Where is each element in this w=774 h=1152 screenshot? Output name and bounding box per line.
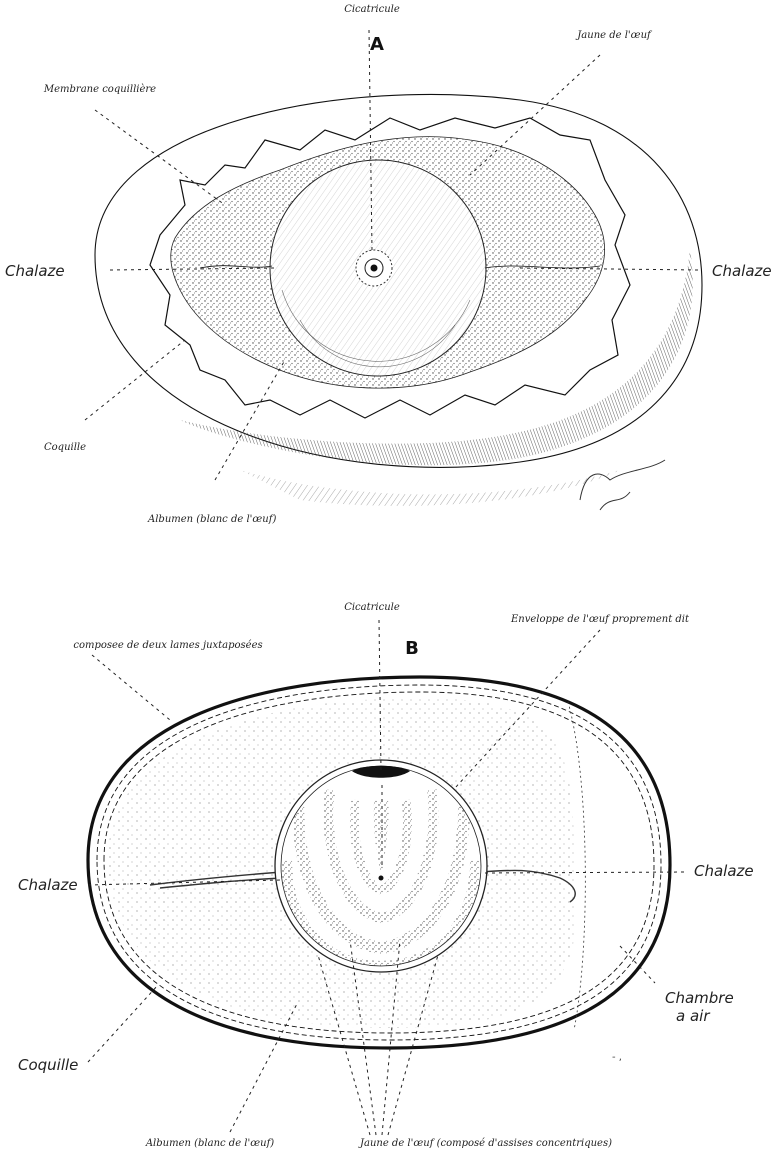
leader-coquille-b xyxy=(88,985,158,1062)
label-chambre-2: a air xyxy=(676,1007,710,1025)
artist-signature xyxy=(580,460,665,510)
label-chambre-1: Chambre xyxy=(665,989,734,1007)
leader-albumen-a xyxy=(215,360,285,480)
label-composee: composee de deux lames juxtaposées xyxy=(73,640,262,651)
label-jaune-b: Jaune de l'œuf (composé d'assises concen… xyxy=(358,1138,612,1149)
cicatricule-a xyxy=(356,250,392,286)
label-membrane: Membrane coquillière xyxy=(43,84,156,95)
label-coquille-b: Coquille xyxy=(18,1056,78,1074)
figure-a-letter: A xyxy=(370,34,384,55)
leader-albumen-b xyxy=(230,1002,298,1132)
leader-composee xyxy=(92,655,170,720)
label-jaune-a: Jaune de l'œuf xyxy=(575,30,653,41)
label-chalaze-left-a: Chalaze xyxy=(5,262,65,280)
label-coquille-a: Coquille xyxy=(44,442,86,453)
label-chalaze-left-b: Chalaze xyxy=(18,876,78,894)
leader-coquille-a xyxy=(85,340,185,420)
leader-membrane xyxy=(95,110,225,205)
yolk-b xyxy=(275,760,487,972)
label-cicatricule-b: Cicatricule xyxy=(344,602,400,613)
figure-b-letter: B xyxy=(405,638,419,659)
label-chalaze-right-a: Chalaze xyxy=(712,262,772,280)
label-albumen-a: Albumen (blanc de l'œuf) xyxy=(147,514,276,525)
label-chalaze-right-b: Chalaze xyxy=(694,862,754,880)
figure-b: B Cicatricule Enveloppe de l'œuf proprem… xyxy=(18,602,754,1149)
label-albumen-b: Albumen (blanc de l'œuf) xyxy=(145,1138,274,1149)
pencil-mark: - , xyxy=(612,1052,622,1063)
figure-a: A Cicatricule Jaune de l'œuf Membrane co… xyxy=(5,4,772,525)
label-cicatricule-a: Cicatricule xyxy=(344,4,400,15)
label-enveloppe: Enveloppe de l'œuf proprement dit xyxy=(510,614,690,625)
